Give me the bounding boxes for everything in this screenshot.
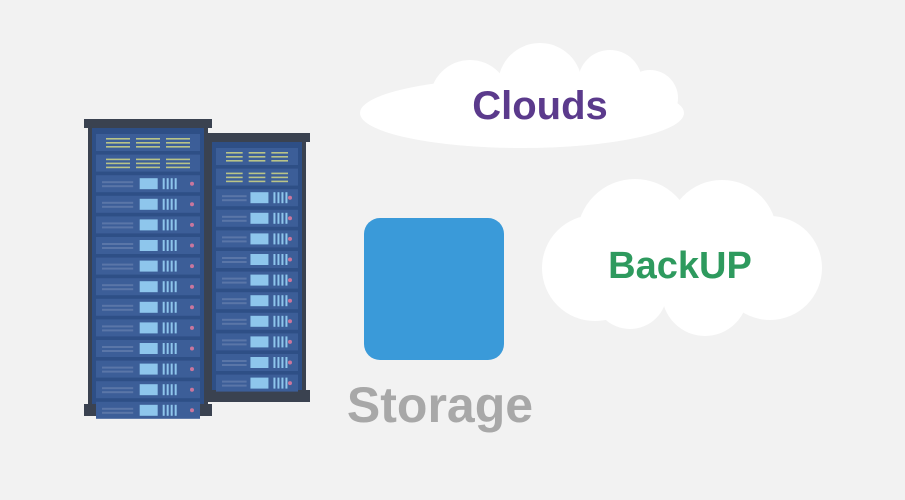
server-unit [96, 298, 200, 316]
server-unit [96, 278, 200, 296]
server-unit [96, 360, 200, 378]
server-unit [96, 257, 200, 275]
server-unit [96, 134, 200, 151]
server-unit [96, 401, 200, 419]
server-unit [216, 148, 298, 165]
clouds-label: Clouds [472, 84, 608, 128]
server-unit [216, 333, 298, 351]
server-unit [96, 340, 200, 357]
storage-label: Storage [346, 377, 534, 433]
server-unit [216, 312, 298, 330]
server-unit [96, 216, 200, 234]
backup-cloud-icon [542, 179, 822, 336]
server-unit [96, 195, 200, 213]
backup-label: BackUP [608, 245, 752, 287]
server-unit [216, 374, 298, 392]
server-rack-icon [84, 119, 212, 419]
server-unit [216, 209, 298, 227]
server-unit [216, 271, 298, 289]
server-unit [216, 230, 298, 248]
server-unit [216, 354, 298, 371]
server-unit [96, 319, 200, 337]
server-unit [96, 237, 200, 254]
server-unit [96, 381, 200, 399]
server-unit [216, 168, 298, 186]
server-unit [216, 189, 298, 207]
server-unit [96, 154, 200, 172]
storage-block-icon [364, 218, 504, 360]
server-rack-secondary-icon [204, 133, 310, 402]
server-unit [216, 292, 298, 310]
clouds-cloud-icon [360, 43, 684, 148]
server-unit [216, 251, 298, 268]
server-unit [96, 175, 200, 193]
